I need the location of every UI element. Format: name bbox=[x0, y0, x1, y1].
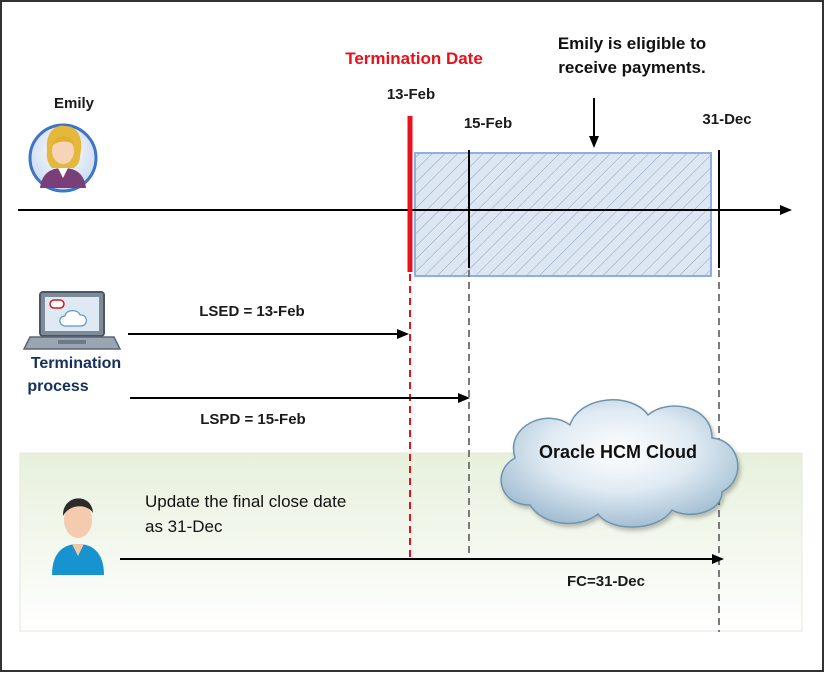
oracle-cloud-icon bbox=[500, 399, 739, 528]
lspd-label: LSPD = 15-Feb bbox=[200, 411, 305, 428]
cloud-label: Oracle HCM Cloud bbox=[539, 442, 697, 462]
woman-avatar-icon bbox=[28, 123, 98, 193]
person-name-label: Emily bbox=[54, 95, 95, 112]
eligibility-note-line2: receive payments. bbox=[558, 58, 705, 77]
update-note-line2: as 31-Dec bbox=[145, 517, 223, 536]
process-label-line2: process bbox=[27, 378, 88, 395]
last-process-date-value: 15-Feb bbox=[464, 115, 512, 132]
termination-date-value: 13-Feb bbox=[387, 86, 435, 103]
final-close-date-value: 31-Dec bbox=[702, 111, 751, 128]
laptop-cloud-icon bbox=[22, 291, 122, 350]
update-note-line1: Update the final close date bbox=[145, 492, 346, 511]
eligible-period-box bbox=[414, 152, 712, 277]
termination-date-title: Termination Date bbox=[345, 49, 483, 68]
fc-label: FC=31-Dec bbox=[567, 573, 645, 590]
lsed-label: LSED = 13-Feb bbox=[199, 303, 304, 320]
eligibility-note-line1: Emily is eligible to bbox=[558, 34, 706, 53]
process-label-line1: Termination bbox=[31, 355, 121, 372]
man-avatar-icon bbox=[52, 498, 104, 575]
